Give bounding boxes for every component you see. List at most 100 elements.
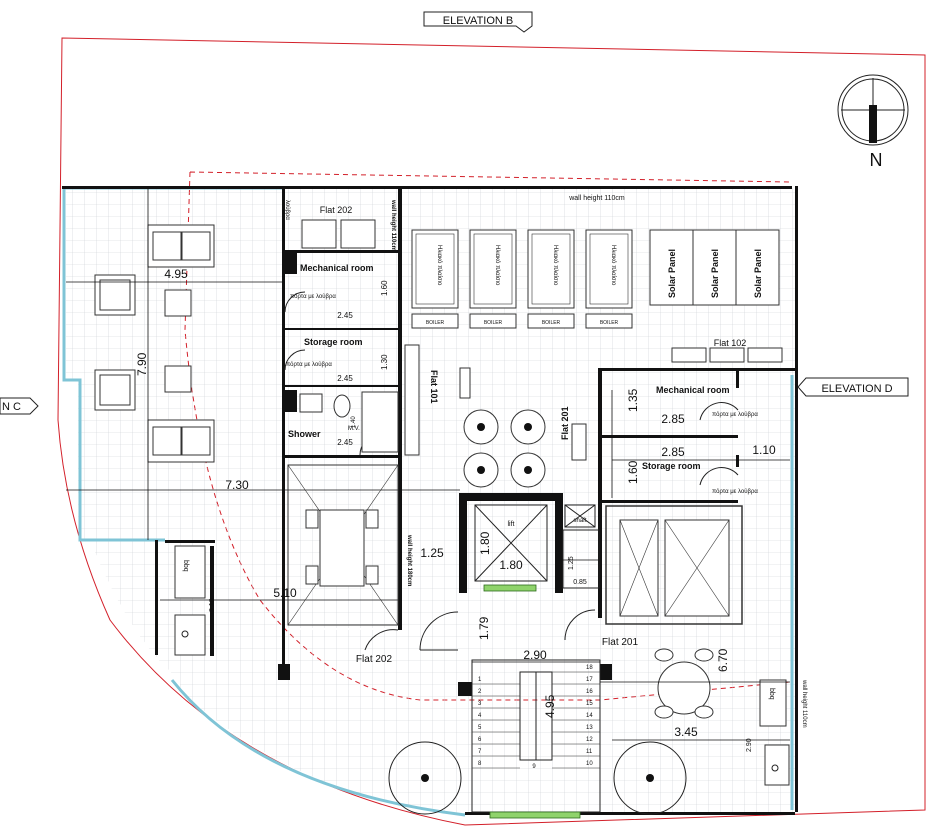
solar-heater-label: Ηλιακό πλαίσιο bbox=[494, 245, 501, 286]
solar-panel bbox=[735, 229, 780, 306]
lift-core bbox=[459, 493, 600, 593]
dim-0-85: 0.85 bbox=[573, 579, 587, 586]
dim-2-90: 2.90 bbox=[523, 648, 547, 662]
mechanical-left-label: Mechanical room bbox=[300, 263, 374, 273]
dim-1-60b: 1.60 bbox=[626, 460, 640, 484]
dim-3-45: 3.45 bbox=[674, 725, 698, 739]
stair-number: 17 bbox=[586, 677, 593, 683]
solar-heater bbox=[527, 229, 575, 309]
bbq-right bbox=[759, 679, 790, 786]
spiral-stair-right bbox=[613, 741, 687, 815]
boiler bbox=[411, 313, 459, 329]
solar-panel-label: Solar Panel bbox=[753, 249, 763, 298]
flat102-vents bbox=[601, 347, 795, 371]
dim-2-90b: 2.90 bbox=[746, 738, 753, 752]
ac-units bbox=[459, 367, 587, 488]
dim-1-25a: 1.25 bbox=[420, 546, 444, 560]
solar-heater bbox=[585, 229, 633, 309]
solar-panel-label: Solar Panel bbox=[667, 249, 677, 298]
dim-2-45c: 2.45 bbox=[337, 438, 353, 447]
door-louvre-3: πόρτα με λούβρα bbox=[712, 411, 758, 418]
dim-4-95: 4.95 bbox=[164, 267, 188, 281]
boiler-label: BOILER bbox=[426, 320, 445, 326]
wall-height-side: wall height 110cm bbox=[390, 199, 396, 251]
elevation-tags bbox=[0, 11, 909, 415]
stair-number: 4 bbox=[478, 713, 482, 719]
shaft-label: shaft bbox=[573, 518, 586, 524]
wall-height-mid: wall height 180cm bbox=[406, 534, 412, 586]
elevation-c-label: N C bbox=[2, 401, 21, 413]
dim-2-85b: 2.85 bbox=[661, 445, 685, 459]
dim-4-95b: 4.95 bbox=[543, 694, 557, 718]
shower-label: Shower bbox=[288, 429, 321, 439]
lift-label: lift bbox=[508, 521, 515, 528]
stair-number: 3 bbox=[478, 701, 482, 707]
bbq-left bbox=[174, 545, 214, 656]
dim-1-35: 1.35 bbox=[626, 388, 640, 412]
lobby-doors bbox=[278, 609, 612, 696]
stair-number: 16 bbox=[586, 689, 593, 695]
solar-heater bbox=[469, 229, 517, 309]
flat201-mid-label: Flat 201 bbox=[560, 406, 570, 440]
solar-heater-label: Ηλιακό πλαίσιο bbox=[552, 245, 559, 286]
solar-heater-label: Ηλιακό πλαίσιο bbox=[436, 245, 443, 286]
mv-label: M.V. bbox=[348, 426, 360, 432]
labels: ELEVATION B N C ELEVATION D N Flat 202 M… bbox=[2, 15, 893, 752]
door-louvre-4: πόρτα με λούβρα bbox=[712, 488, 758, 495]
living-furniture bbox=[94, 224, 215, 463]
louvre-vertical: λούβρα bbox=[284, 200, 290, 220]
dim-1-25b: 1.25 bbox=[568, 556, 575, 570]
stair-number: 9 bbox=[532, 764, 536, 770]
dim-2-45b: 2.45 bbox=[337, 374, 353, 383]
north-arrow bbox=[837, 74, 909, 146]
wall-height-top: wall height 110cm bbox=[568, 195, 625, 202]
dim-2-45a: 2.45 bbox=[337, 311, 353, 320]
boiler bbox=[527, 313, 575, 329]
boiler bbox=[469, 313, 517, 329]
dim-1-10: 1.10 bbox=[752, 443, 776, 457]
stair-number: 11 bbox=[586, 749, 593, 755]
stair-number: 12 bbox=[586, 737, 593, 743]
right-living bbox=[605, 505, 743, 625]
solar-panels: Solar Panel Solar Panel Solar Panel bbox=[649, 229, 780, 306]
round-table bbox=[654, 648, 714, 719]
dim-7-30: 7.30 bbox=[225, 478, 249, 492]
solar-heater-label: Ηλιακό πλαίσιο bbox=[610, 245, 617, 286]
storage-right-label: Storage room bbox=[642, 461, 701, 471]
elevation-b-label: ELEVATION B bbox=[443, 15, 514, 27]
flat101-label: Flat 101 bbox=[429, 370, 439, 404]
right-dimensions bbox=[472, 661, 790, 741]
left-dimensions bbox=[66, 188, 460, 601]
stair-number: 14 bbox=[586, 713, 593, 719]
stair-number: 10 bbox=[586, 761, 593, 767]
dim-7-90: 7.90 bbox=[135, 352, 149, 376]
solar-panel-label: Solar Panel bbox=[710, 249, 720, 298]
stair-number: 5 bbox=[478, 725, 482, 731]
dim-3-10: 3.10 bbox=[209, 598, 216, 612]
stair-number: 1 bbox=[478, 677, 482, 683]
solar-heater bbox=[411, 229, 459, 309]
dim-1-80b: 1.80 bbox=[499, 558, 523, 572]
stair-number: 15 bbox=[586, 701, 593, 707]
wall-height-right: wall height 110cm bbox=[801, 679, 807, 728]
door-louvre-2: πόρτα με λούβρα bbox=[286, 361, 332, 368]
stair-number: 7 bbox=[478, 749, 482, 755]
service-rooms bbox=[282, 188, 402, 678]
elevation-d-label: ELEVATION D bbox=[821, 383, 892, 395]
dim-1-30: 1.30 bbox=[380, 354, 389, 370]
flat102-label: Flat 102 bbox=[714, 338, 747, 348]
door-louvre-1: πόρτα με λούβρα bbox=[290, 293, 336, 300]
bbq-right-label: bbq bbox=[768, 688, 775, 700]
dim-2-85a: 2.85 bbox=[661, 412, 685, 426]
stair-number: 18 bbox=[586, 665, 593, 671]
boiler-label: BOILER bbox=[484, 320, 503, 326]
dim-1-79: 1.79 bbox=[477, 616, 491, 640]
boiler bbox=[585, 313, 633, 329]
boiler-label: BOILER bbox=[542, 320, 561, 326]
dim-1-40: 1.40 bbox=[351, 416, 357, 428]
dining-area bbox=[287, 464, 399, 626]
mechanical-right-label: Mechanical room bbox=[656, 385, 730, 395]
